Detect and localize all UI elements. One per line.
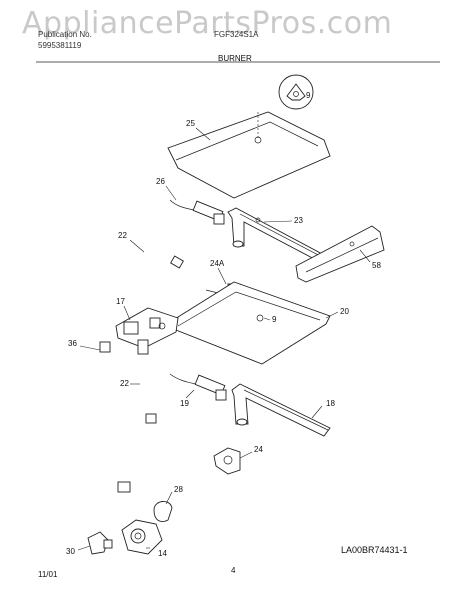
part-25-burner-shield[interactable] (167, 111, 331, 199)
label-part-22: 22 (118, 231, 127, 240)
label-part-18: 18 (326, 399, 335, 408)
label-part-36: 36 (68, 339, 77, 348)
part-22-upper-tube[interactable] (146, 249, 184, 304)
model-number: FGF324S1A (214, 30, 259, 39)
publication-number: 5995381119 (38, 41, 82, 50)
label-part-23: 23 (294, 216, 303, 225)
label-part-25: 25 (186, 119, 195, 128)
part-30-elbow-fitting[interactable] (87, 531, 113, 555)
publication-label: Publication No. (38, 30, 92, 39)
section-title: BURNER (218, 54, 252, 63)
part-20-burner-baffle[interactable] (169, 281, 331, 365)
label-part-14: 14 (158, 549, 167, 558)
label-part-26: 26 (156, 177, 165, 186)
label-part-9: 9 (306, 91, 311, 100)
label-part-24: 24 (254, 445, 263, 454)
label-part-28: 28 (174, 485, 183, 494)
part-19-igniter[interactable] (169, 373, 227, 401)
part-24-orifice-holder[interactable] (213, 447, 241, 475)
page-number: 4 (231, 566, 236, 575)
part-58-bracket[interactable] (295, 225, 385, 283)
part-23-upper-burner[interactable] (227, 207, 327, 263)
part-9-wing-nut[interactable] (278, 74, 314, 110)
label-part-19: 19 (180, 399, 189, 408)
part-26-igniter[interactable] (169, 199, 225, 225)
leader-lines (77, 127, 371, 551)
label-part-20: 20 (340, 307, 349, 316)
label-part-9-lower: 9 (272, 315, 277, 324)
label-part-30: 30 (66, 547, 75, 556)
label-part-58: 58 (372, 261, 381, 270)
label-part-24a: 24A (210, 259, 225, 268)
part-36-gas-line[interactable] (72, 341, 131, 495)
footer-date: 11/01 (38, 570, 58, 579)
watermark: AppliancePartsPros.com (22, 6, 393, 41)
label-part-22-lower: 22 (120, 379, 129, 388)
part-28-grommet[interactable] (153, 501, 173, 522)
label-part-17: 17 (116, 297, 125, 306)
part-18-lower-burner[interactable] (231, 383, 331, 437)
part-14-valve[interactable] (121, 519, 163, 555)
part-17-valve-assembly[interactable] (115, 307, 179, 355)
diagram-code: LA00BR74431-1 (341, 545, 408, 555)
part-22-lower-tube[interactable] (130, 360, 157, 424)
